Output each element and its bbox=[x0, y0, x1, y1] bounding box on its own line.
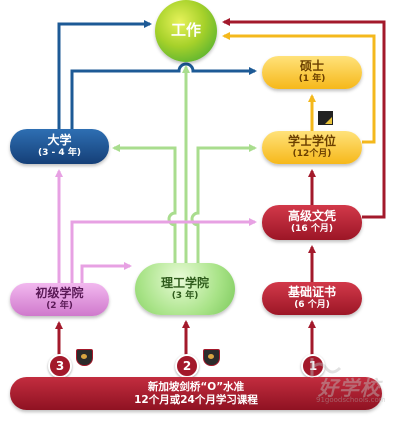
node-master: 硕士 (1 年) bbox=[262, 56, 362, 89]
node-junior-college-duration: (2 年) bbox=[46, 301, 73, 312]
watermark-url: 91goodschools.com bbox=[316, 396, 386, 404]
watermark-logo: 好学校 91goodschools.com bbox=[304, 352, 404, 412]
crest-badge-icon bbox=[76, 349, 93, 366]
line-university-to-master bbox=[70, 62, 257, 129]
node-university-duration: (3 - 4 年) bbox=[38, 148, 81, 159]
edit-note-icon bbox=[318, 111, 333, 125]
line-university-to-work bbox=[57, 20, 152, 129]
node-advanced-diploma-title: 高级文凭 bbox=[287, 209, 336, 224]
node-work: 工作 bbox=[155, 0, 217, 62]
node-foundation-cert-duration: (6 个月) bbox=[294, 300, 330, 311]
watermark-text: 好学校 bbox=[318, 376, 381, 400]
node-bachelor-title: 学士学位 bbox=[287, 134, 336, 149]
base-o-level-bar: 新加坡剑桥“O”水准 12个月或24个月学习课程 bbox=[10, 377, 382, 410]
node-bachelor-duration: (12个月) bbox=[292, 149, 332, 160]
base-bar-line1: 新加坡剑桥“O”水准 bbox=[147, 380, 245, 393]
step-number-3: 3 bbox=[48, 354, 72, 378]
node-master-title: 硕士 bbox=[299, 59, 324, 74]
node-advanced-diploma: 高级文凭 (16 个月) bbox=[262, 205, 362, 240]
step-number-2: 2 bbox=[175, 354, 199, 378]
watermark-mark-icon bbox=[310, 358, 342, 378]
node-foundation-cert-title: 基础证书 bbox=[287, 285, 336, 300]
line-advanced-diploma-to-work bbox=[222, 18, 386, 219]
line-bachelor-to-work bbox=[222, 32, 376, 144]
node-polytechnic-duration: (3 年) bbox=[171, 290, 199, 301]
node-junior-college: 初级学院 (2 年) bbox=[10, 283, 109, 316]
node-foundation-cert: 基础证书 (6 个月) bbox=[262, 282, 362, 315]
node-master-duration: (1 年) bbox=[298, 74, 326, 85]
line-jc-to-advanced-diploma bbox=[70, 218, 257, 283]
base-bar-line2: 12个月或24个月学习课程 bbox=[134, 393, 258, 406]
node-university-title: 大学 bbox=[47, 133, 72, 148]
crest-badge-icon bbox=[203, 349, 220, 366]
line-polytechnic-to-bachelor bbox=[190, 144, 257, 263]
line-polytechnic-to-university bbox=[112, 144, 177, 263]
line-jc-to-polytechnic bbox=[80, 262, 132, 283]
node-bachelor: 学士学位 (12个月) bbox=[262, 131, 362, 164]
node-university: 大学 (3 - 4 年) bbox=[10, 129, 109, 164]
node-work-title: 工作 bbox=[170, 21, 201, 40]
node-advanced-diploma-duration: (16 个月) bbox=[291, 224, 333, 235]
node-polytechnic-title: 理工学院 bbox=[160, 275, 209, 290]
step-number-1: 1 bbox=[301, 354, 325, 378]
node-junior-college-title: 初级学院 bbox=[35, 286, 84, 301]
node-polytechnic: 理工学院 (3 年) bbox=[135, 263, 235, 315]
